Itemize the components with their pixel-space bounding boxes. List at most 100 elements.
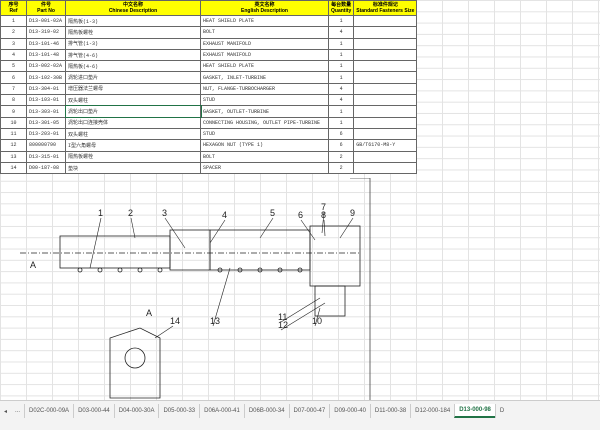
table-cell[interactable]: 垫块 xyxy=(65,161,201,175)
sheet-tab[interactable]: D06B-000-34 xyxy=(243,404,289,418)
table-cell[interactable]: D13-001-02A xyxy=(26,14,66,28)
table-cell[interactable]: CONNECTING HOUSING, OUTLET PIPE-TURBINE xyxy=(200,116,329,129)
prev-sheet-button[interactable]: ◂ xyxy=(4,408,8,415)
table-cell[interactable]: 13 xyxy=(0,150,27,163)
table-cell[interactable]: I型六角螺母 xyxy=(65,139,201,152)
table-cell[interactable] xyxy=(353,127,418,141)
table-cell[interactable]: SPACER xyxy=(200,161,329,175)
table-cell[interactable]: 1 xyxy=(327,60,355,73)
table-cell[interactable]: 1 xyxy=(0,14,27,28)
table-cell[interactable]: 隔热板螺栓 xyxy=(65,150,201,163)
sheet-tab[interactable]: D04-000-30A xyxy=(113,404,159,418)
table-cell[interactable] xyxy=(353,26,418,39)
table-cell[interactable]: NUT, FLANGE-TURBOCHARGER xyxy=(200,82,329,96)
table-cell[interactable]: GB/T6170-M8-Y xyxy=(353,139,418,152)
table-cell[interactable]: 排气管(4-6) xyxy=(65,48,201,62)
table-cell[interactable]: EXHAUST MANIFOLD xyxy=(200,37,329,50)
table-cell[interactable] xyxy=(353,116,418,129)
table-cell[interactable]: 9 xyxy=(0,105,27,118)
table-cell[interactable] xyxy=(353,60,418,73)
table-cell[interactable]: 隔热板(1-3) xyxy=(65,14,201,28)
table-cell[interactable]: D13-303-01 xyxy=(26,105,66,118)
sheet-tab[interactable]: D07-000-47 xyxy=(288,404,330,418)
table-cell[interactable]: GASKET, INLET-TURBINE xyxy=(200,71,329,84)
sheet-tab[interactable]: D06A-000-41 xyxy=(199,404,244,418)
table-cell[interactable] xyxy=(353,105,418,118)
table-cell[interactable]: D00-187-08 xyxy=(26,161,66,175)
table-cell[interactable]: 8 xyxy=(0,94,27,107)
sheet-tab[interactable]: D11-000-38 xyxy=(369,404,410,418)
table-cell[interactable]: 5 xyxy=(0,60,27,73)
table-cell[interactable] xyxy=(353,150,418,163)
table-cell[interactable]: D13-103-01 xyxy=(26,94,66,107)
table-cell[interactable]: 双头螺柱 xyxy=(65,127,201,141)
table-cell[interactable]: 12 xyxy=(0,139,27,152)
table-cell[interactable]: 2 xyxy=(0,26,27,39)
table-cell[interactable]: 11 xyxy=(0,127,27,141)
table-cell[interactable]: 双头螺柱 xyxy=(65,94,201,107)
table-cell[interactable]: D13-304-01 xyxy=(26,82,66,96)
table-cell[interactable]: 涡轮进口垫片 xyxy=(65,71,201,84)
table-cell[interactable] xyxy=(353,71,418,84)
table-cell[interactable]: 1 xyxy=(327,37,355,50)
table-cell[interactable]: 10 xyxy=(0,116,27,129)
table-cell[interactable]: D13-002-02A xyxy=(26,60,66,73)
table-cell[interactable]: 7 xyxy=(0,82,27,96)
table-cell[interactable] xyxy=(353,82,418,96)
table-cell[interactable]: EXHAUST MANIFOLD xyxy=(200,48,329,62)
table-cell[interactable]: D13-203-01 xyxy=(26,127,66,141)
sheet-tab[interactable]: D13-000-98 xyxy=(454,404,495,418)
table-cell[interactable]: HEAT SHIELD PLATE xyxy=(200,14,329,28)
table-cell[interactable]: 1 xyxy=(327,48,355,62)
table-cell[interactable]: 1 xyxy=(327,71,355,84)
table-cell[interactable]: D13-319-02 xyxy=(26,26,66,39)
table-cell[interactable]: 4 xyxy=(327,82,355,96)
table-cell[interactable]: D13-315-01 xyxy=(26,150,66,163)
sheet-tab[interactable]: D12-000-184 xyxy=(410,404,454,418)
sheet-tab[interactable]: D09-000-40 xyxy=(329,404,370,418)
table-cell[interactable]: STUD xyxy=(200,127,329,141)
table-cell[interactable] xyxy=(353,14,418,28)
sheet-tab[interactable]: D xyxy=(494,404,508,418)
table-cell[interactable]: STUD xyxy=(200,94,329,107)
table-cell[interactable]: 涡轮出口垫片 xyxy=(64,104,202,119)
table-cell[interactable]: 增压器法兰螺母 xyxy=(65,82,201,96)
table-cell[interactable]: 4 xyxy=(327,94,355,107)
table-cell[interactable]: D13-101-48 xyxy=(26,48,66,62)
table-cell[interactable]: 6 xyxy=(327,139,355,152)
table-cell[interactable]: 6 xyxy=(327,127,355,141)
table-cell[interactable]: HEXAGON NUT (TYPE 1) xyxy=(200,139,329,152)
table-cell[interactable]: 排气管(1-3) xyxy=(65,37,201,50)
table-cell[interactable]: 2 xyxy=(327,150,355,163)
table-cell[interactable]: 800000790 xyxy=(26,139,66,152)
table-cell[interactable]: 隔热板螺栓 xyxy=(65,26,201,39)
table-cell[interactable] xyxy=(353,37,418,50)
table-cell[interactable]: D13-101-46 xyxy=(26,37,66,50)
table-cell[interactable]: D13-102-30B xyxy=(26,71,66,84)
table-cell[interactable]: GASKET, OUTLET-TURBINE xyxy=(200,105,329,118)
table-cell[interactable]: 涡轮出口连接壳体 xyxy=(65,116,201,129)
table-cell[interactable]: 3 xyxy=(0,37,27,50)
table-cell[interactable]: 1 xyxy=(327,116,355,129)
table-cell[interactable]: D13-301-05 xyxy=(26,116,66,129)
table-cell[interactable]: 4 xyxy=(327,26,355,39)
sheet-tab[interactable]: D05-000-33 xyxy=(158,404,199,418)
sheet-tab[interactable]: D03-000-44 xyxy=(73,404,114,418)
table-cell[interactable]: 4 xyxy=(0,48,27,62)
table-cell[interactable]: 隔热板(4-6) xyxy=(65,60,201,73)
table-cell[interactable]: 14 xyxy=(0,161,27,175)
sheet-tab[interactable]: D02C-000-09A xyxy=(24,404,73,418)
table-cell[interactable]: HEAT SHIELD PLATE xyxy=(200,60,329,73)
table-cell[interactable]: 6 xyxy=(0,71,27,84)
table-cell[interactable]: 1 xyxy=(327,105,355,118)
table-cell[interactable] xyxy=(353,161,418,175)
table-cell[interactable]: 2 xyxy=(327,161,355,175)
table-cell[interactable] xyxy=(353,48,418,62)
table-cell[interactable] xyxy=(353,94,418,107)
